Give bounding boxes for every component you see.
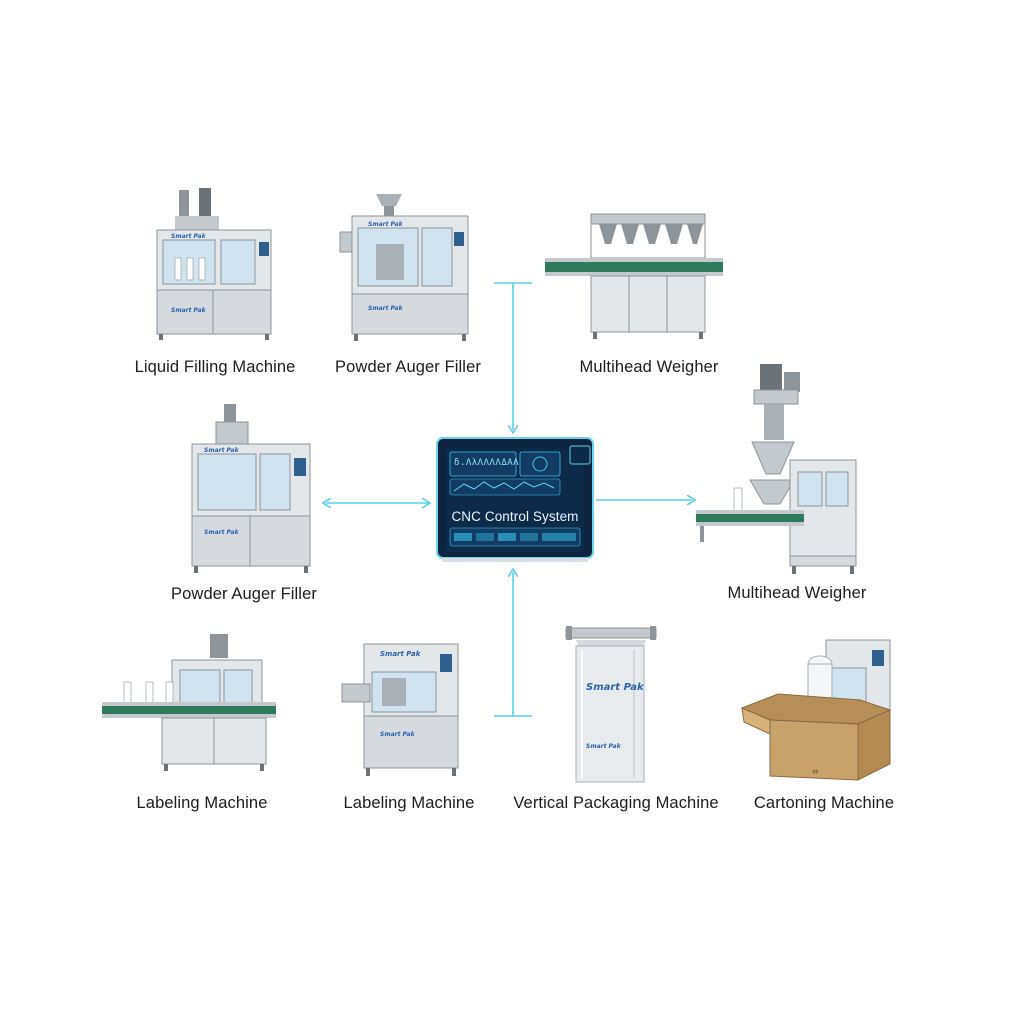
machine-label: Powder Auger Filler: [171, 585, 317, 603]
machine-label: Multihead Weigher: [579, 358, 719, 376]
brand-mark: Smart Pak: [171, 307, 207, 314]
vertical-packaging-bag-icon: Smart Pak Smart Pak: [565, 626, 657, 783]
cartoning-machine-icon: ⬄: [740, 639, 892, 781]
brand-mark: Smart Pak: [586, 743, 622, 750]
machine-label: Multihead Weigher: [727, 584, 867, 602]
bottle-labeling-machine-icon: [102, 634, 276, 771]
brand-mark: Smart Pak: [204, 447, 240, 454]
machine-label: Powder Auger Filler: [335, 358, 481, 376]
machine-multihead-weigher: [543, 212, 725, 340]
brand-mark: Smart Pak: [380, 650, 422, 658]
auger-weigher-conveyor-icon: [696, 364, 857, 574]
machine-label: Labeling Machine: [136, 794, 268, 812]
brand-mark: Smart Pak: [204, 529, 240, 536]
machine-label: Liquid Filling Machine: [134, 358, 296, 376]
machine-label: Vertical Packaging Machine: [513, 794, 719, 812]
panel-title: CNC Control System: [451, 509, 579, 524]
machine-cartoning: ⬄: [740, 638, 894, 786]
brand-mark: Smart Pak: [586, 682, 645, 693]
brand-mark: Smart Pak: [368, 305, 404, 312]
machine-label: Cartoning Machine: [753, 794, 895, 812]
machine-vertical-packaging: Smart Pak Smart Pak: [564, 624, 658, 786]
svg-text:⬄: ⬄: [812, 767, 819, 776]
cnc-control-panel: δ.ΛλΛΛΛΛΔΑΛ CNC Control System: [429, 436, 594, 562]
brand-mark: Smart Pak: [368, 221, 404, 228]
machine-labeling-press: Smart Pak Smart Pak: [340, 642, 462, 780]
labeling-press-icon: Smart Pak Smart Pak: [341, 643, 459, 776]
connector-top: [494, 282, 532, 430]
machine-liquid-filling: Smart Pak Smart Pak: [155, 186, 275, 341]
brand-mark: Smart Pak: [380, 731, 416, 738]
machine-multihead-weigher-2: [694, 360, 862, 576]
machine-powder-auger-filler-2: Smart Pak Smart Pak: [190, 402, 314, 574]
machine-label: Labeling Machine: [343, 794, 475, 812]
connector-left: [326, 497, 432, 509]
multihead-weigher-icon: [545, 213, 723, 339]
liquid-filling-machine-icon: Smart Pak Smart Pak: [156, 188, 272, 340]
connector-bottom: [494, 572, 532, 717]
screen-readout: δ.ΛλΛΛΛΛΔΑΛ: [454, 458, 520, 468]
brand-mark: Smart Pak: [171, 233, 207, 240]
machine-powder-auger-filler: Smart Pak Smart Pak: [336, 192, 470, 342]
powder-auger-filler-icon: Smart Pak Smart Pak: [191, 404, 311, 573]
machine-bottle-labeling: [100, 632, 278, 772]
powder-auger-filler-icon: Smart Pak Smart Pak: [339, 194, 469, 341]
touchscreen-control-panel-icon: [429, 437, 594, 562]
